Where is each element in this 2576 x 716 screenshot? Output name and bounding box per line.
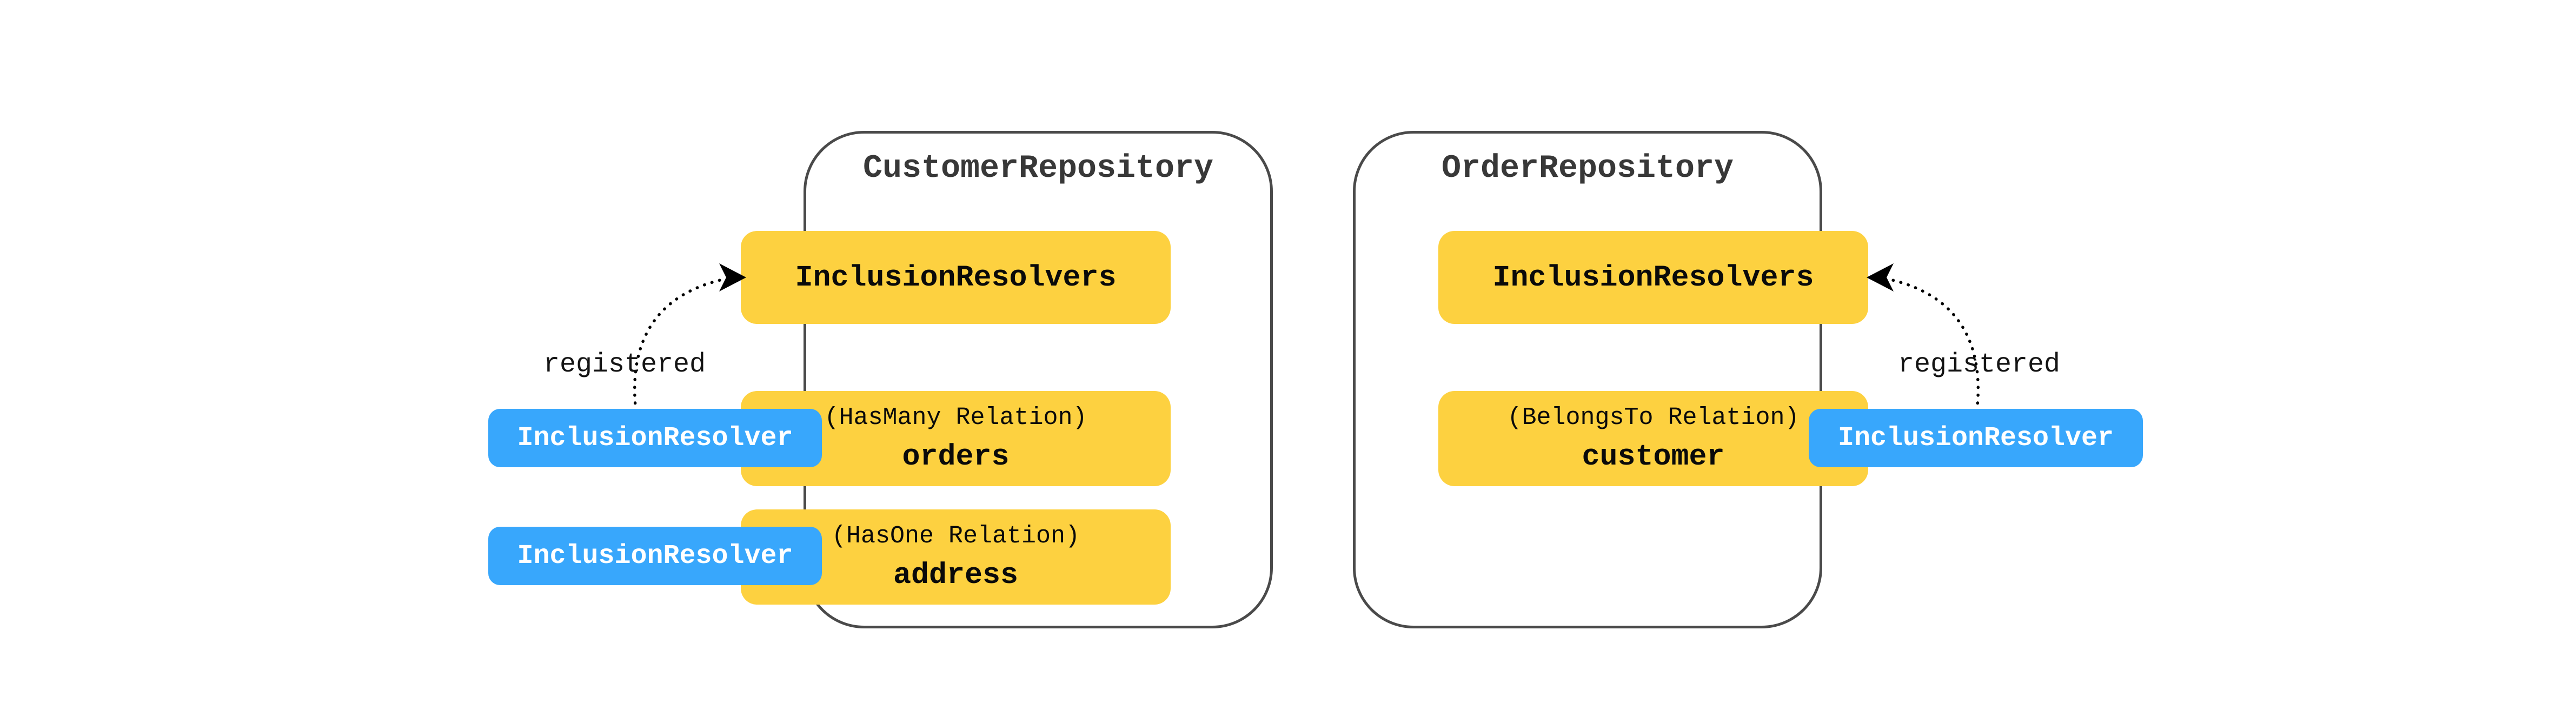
address-relation-type-label: (HasOne Relation) [831,522,1080,550]
inclusion-resolver-chip-orders-label: InclusionResolver [517,422,793,454]
customer-repository-title: CustomerRepository [862,150,1214,187]
registered-arrow-curve-right [1889,278,1980,413]
order-repository-title: OrderRepository [1441,150,1734,187]
customer-relation-name-label: customer [1582,440,1725,474]
registered-arrow-curve-left [633,278,724,413]
inclusion-resolver-chip-customer-label: InclusionResolver [1837,422,2114,454]
registered-arrowhead-left [719,263,746,291]
orders-relation-name-label: orders [902,440,1010,474]
customer-inclusion-resolvers-label: InclusionResolvers [795,260,1117,295]
order-repository-container [1353,131,1822,628]
order-inclusion-resolvers-box: InclusionResolvers [1438,231,1868,324]
customer-repository-container [804,131,1273,628]
order-inclusion-resolvers-label: InclusionResolvers [1492,260,1814,295]
customer-inclusion-resolvers-box: InclusionResolvers [741,231,1171,324]
orders-relation-type-label: (HasMany Relation) [824,404,1087,432]
order-customer-relation-box: (BelongsTo Relation) customer [1438,391,1868,486]
address-relation-name-label: address [893,558,1019,592]
inclusion-resolver-chip-orders: InclusionResolver [488,409,822,467]
inclusion-resolver-chip-address: InclusionResolver [488,527,822,585]
inclusion-resolver-chip-customer: InclusionResolver [1809,409,2143,467]
inclusion-resolver-chip-address-label: InclusionResolver [517,540,793,572]
registered-edge-label-right: registered [1897,349,2061,380]
customer-relation-type-label: (BelongsTo Relation) [1507,404,1800,432]
registered-edge-label-left: registered [543,349,706,380]
customer-orders-relation-box: (HasMany Relation) orders [741,391,1171,486]
registered-arrowhead-right [1867,263,1894,291]
